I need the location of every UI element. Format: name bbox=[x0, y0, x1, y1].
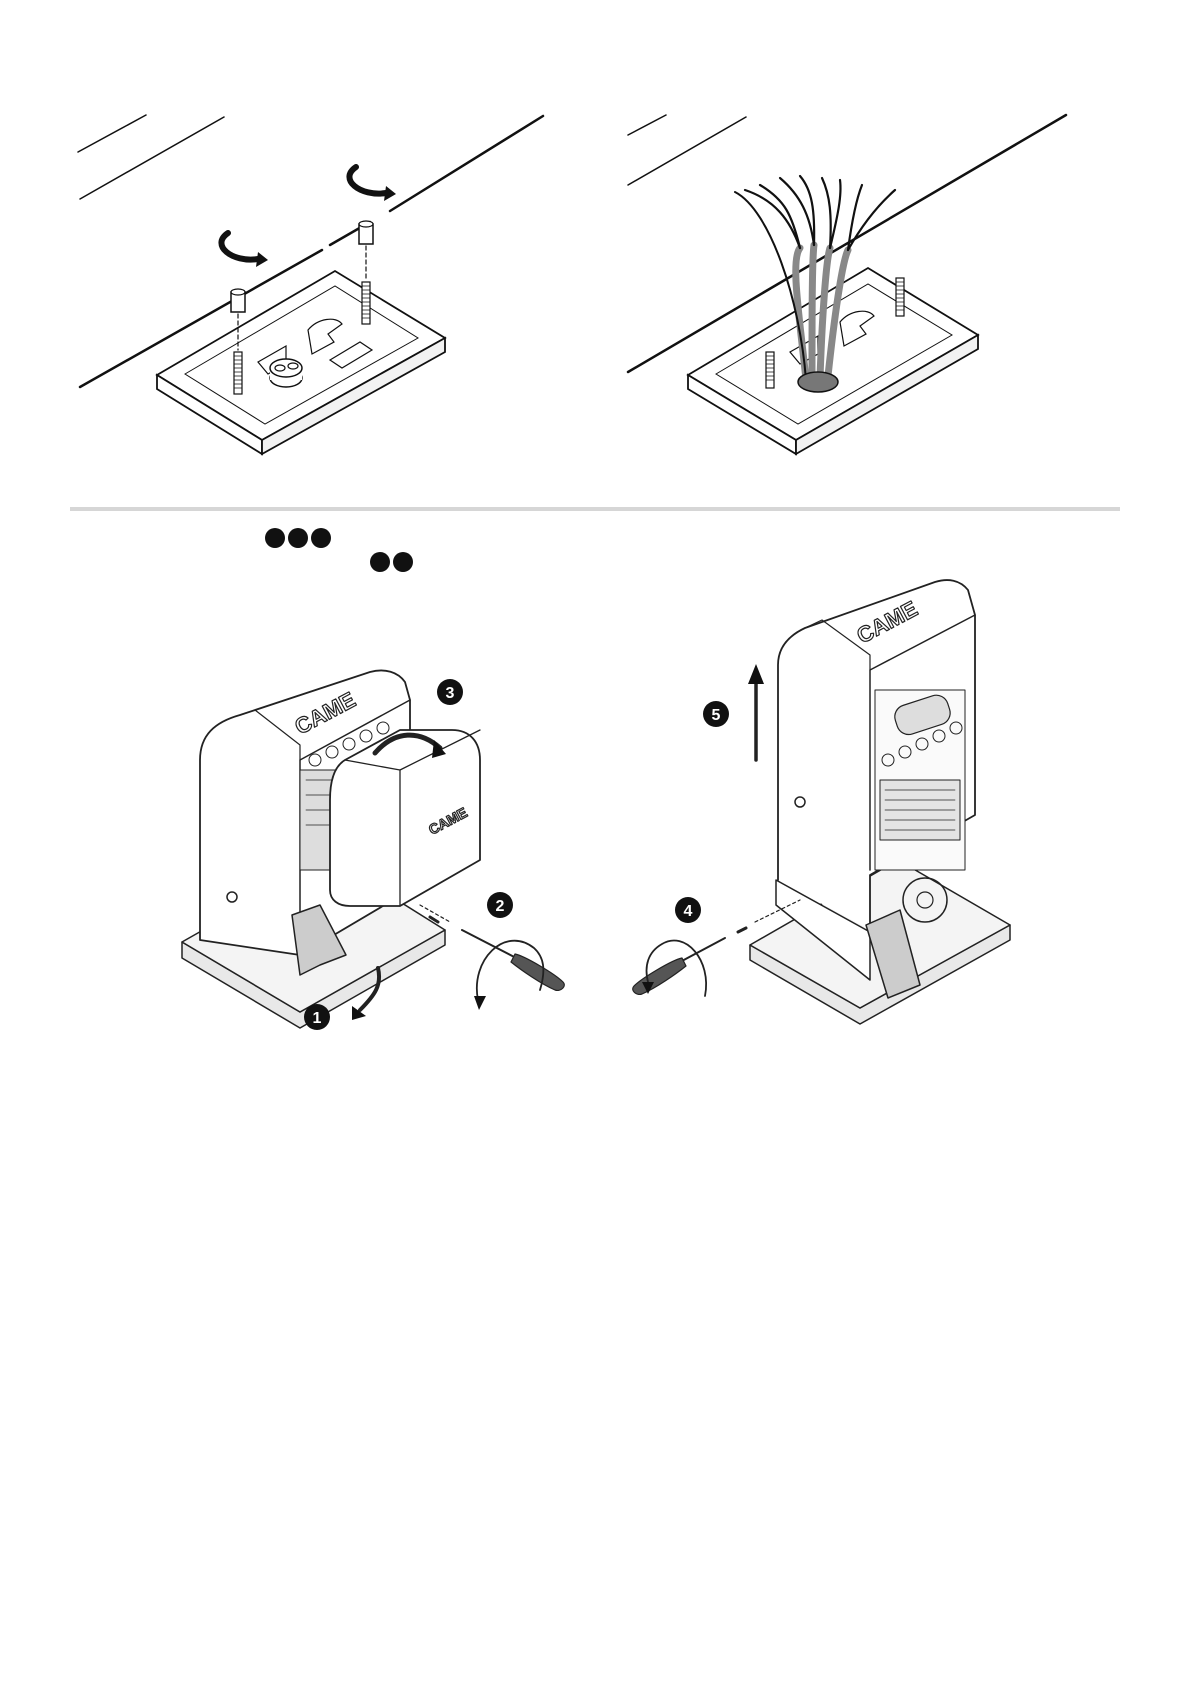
svg-text:2: 2 bbox=[496, 898, 505, 915]
anchor-plate-illustrations bbox=[0, 0, 1190, 500]
marker-dot bbox=[288, 528, 308, 548]
cover-removal-illustrations: CAME CAME bbox=[0, 570, 1190, 1050]
svg-text:5: 5 bbox=[712, 707, 721, 724]
step-badge-2: 2 bbox=[487, 892, 513, 918]
svg-text:3: 3 bbox=[446, 685, 455, 702]
marker-dot bbox=[393, 552, 413, 572]
svg-text:1: 1 bbox=[313, 1010, 322, 1027]
two-dot-marker bbox=[370, 552, 413, 572]
left-operator-unit: CAME CAME bbox=[182, 670, 564, 1028]
left-anchor-plate bbox=[157, 271, 445, 454]
step-badge-1: 1 bbox=[304, 1004, 330, 1030]
right-operator-unit: CAME bbox=[633, 580, 1010, 1024]
step-badge-5: 5 bbox=[703, 701, 729, 727]
svg-text:4: 4 bbox=[684, 903, 693, 920]
marker-dot bbox=[311, 528, 331, 548]
three-dot-marker bbox=[265, 528, 331, 548]
step-badge-4: 4 bbox=[675, 897, 701, 923]
step-badge-3: 3 bbox=[437, 679, 463, 705]
section-divider bbox=[70, 507, 1120, 511]
marker-dot bbox=[265, 528, 285, 548]
marker-dot bbox=[370, 552, 390, 572]
left-rotation-arrows bbox=[221, 167, 386, 260]
